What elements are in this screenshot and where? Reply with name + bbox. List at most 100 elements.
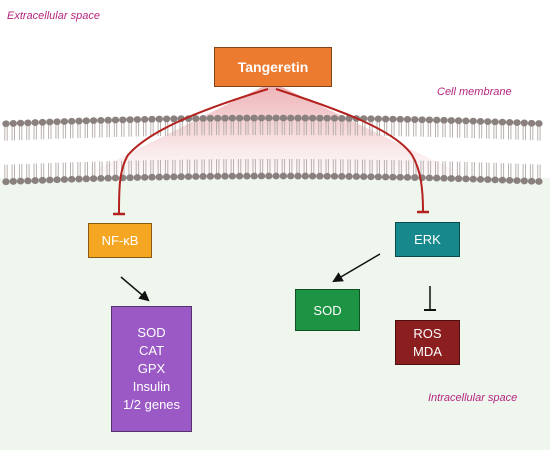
lipid-head [433, 116, 441, 124]
lipid-head [104, 116, 112, 124]
lipid-head [257, 114, 266, 122]
lipid-head [498, 176, 507, 184]
lipid-head [425, 174, 434, 182]
lipid-head [60, 176, 69, 183]
pathway-edges [113, 88, 436, 311]
lipid-head [476, 117, 485, 125]
lipid-head [38, 176, 47, 184]
lipid-head [367, 173, 375, 181]
lipid-head [381, 115, 390, 123]
lipid-head [374, 115, 382, 123]
lipid-head [469, 117, 477, 125]
lipid-head [484, 118, 492, 125]
cell-membrane-label: Cell membrane [437, 86, 512, 98]
lipid-head [440, 174, 448, 182]
lipid-head [330, 172, 339, 180]
lipid-head [462, 175, 470, 183]
lipid-head [119, 116, 127, 124]
lipid-head [141, 115, 149, 123]
lipid-head [418, 116, 426, 124]
lipid-head [301, 114, 309, 122]
target-genes-label: 1/2 genes [122, 397, 181, 412]
lipid-head [389, 115, 397, 123]
lipid-head [126, 116, 134, 124]
erk-to-sod-arrow [332, 253, 381, 283]
tangeretin-node: Tangeretin [214, 47, 332, 87]
lipid-head [396, 115, 404, 123]
lipid-head [476, 175, 485, 183]
nfkb-to-targets-arrow [120, 276, 150, 302]
nfkb-label: NF-κB [101, 233, 139, 248]
lipid-head [367, 115, 375, 123]
lipid-head [75, 175, 83, 183]
lipid-head [447, 117, 455, 124]
lipid-head [338, 114, 346, 122]
lipid-head [454, 117, 463, 125]
mda-label: MDA [413, 343, 442, 359]
lipid-head [411, 174, 419, 181]
intracellular-space-label: Intracellular space [428, 392, 518, 404]
lipid-head [46, 118, 54, 126]
lipid-head [272, 114, 280, 122]
lipid-head [31, 119, 39, 126]
lipid-head [316, 114, 324, 122]
lipid-head [352, 173, 361, 180]
lipid-head [60, 118, 69, 125]
lipid-head [491, 118, 499, 126]
lipid-head [228, 172, 236, 180]
lipid-head [24, 177, 32, 185]
lipid-head [162, 173, 171, 181]
lipid-head [235, 114, 244, 122]
lipid-head [89, 117, 98, 125]
lipid-head [330, 114, 339, 122]
lipid-head [155, 173, 163, 181]
lipid-head [272, 172, 280, 180]
lipid-head [68, 117, 76, 125]
lipid-head [389, 173, 397, 181]
lipid-head [192, 115, 200, 122]
lipid-head [381, 173, 390, 181]
lipid-head [279, 114, 288, 122]
lipid-head [199, 115, 207, 122]
lipid-head [308, 114, 317, 122]
cell-membrane [2, 114, 543, 186]
lipid-head [228, 114, 236, 122]
lipid-head [513, 177, 521, 185]
lipid-head [53, 176, 61, 184]
lipid-head [97, 175, 105, 182]
lipid-head [469, 175, 477, 183]
lipid-head [97, 117, 105, 124]
lipid-head [279, 172, 288, 180]
lipid-head [527, 177, 536, 185]
sod-node: SOD [295, 289, 360, 331]
extracellular-space-label: Extracellular space [7, 10, 100, 22]
intracellular-region [0, 178, 550, 450]
lipid-head [53, 118, 61, 126]
lipid-head [301, 172, 309, 180]
lipid-head [177, 173, 185, 181]
lipid-head [184, 173, 193, 180]
lipid-head [133, 116, 142, 123]
lipid-head [360, 173, 368, 181]
lipid-head [89, 175, 98, 183]
lipid-head [250, 172, 258, 180]
lipid-head [24, 119, 32, 127]
lipid-head [111, 174, 120, 182]
lipid-head [425, 116, 434, 124]
lipid-head [294, 114, 302, 122]
lipid-head [345, 173, 353, 180]
erk-node: ERK [395, 222, 460, 257]
lipid-head [374, 173, 382, 181]
lipid-head [221, 172, 229, 180]
lipid-head [323, 114, 331, 122]
lipid-head [148, 173, 156, 181]
lipid-head [403, 173, 412, 181]
lipid-head [265, 172, 273, 180]
tangeretin-label: Tangeretin [237, 59, 309, 75]
lipid-head [506, 176, 514, 184]
lipid-head [243, 114, 251, 122]
lipid-head [148, 115, 156, 123]
sod-label: SOD [313, 302, 342, 318]
target-cat-label: CAT [138, 343, 165, 358]
lipid-head [535, 178, 543, 185]
